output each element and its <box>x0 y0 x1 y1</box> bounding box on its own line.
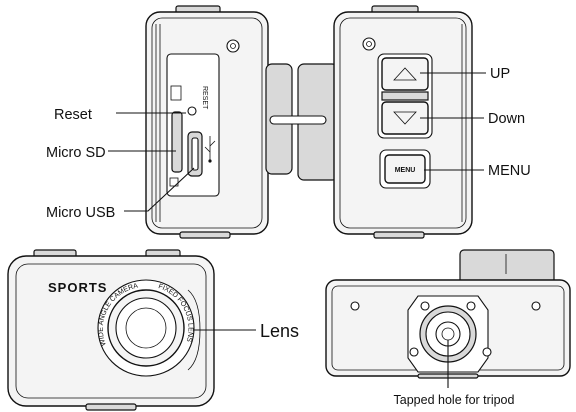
menu-button-text: MENU <box>395 167 416 174</box>
down-arrow-icon <box>393 111 417 125</box>
label-reset: Reset <box>54 107 92 123</box>
reset-panel-text: RESET <box>201 86 208 110</box>
screw-icon <box>362 37 376 51</box>
micro-usb-inner <box>191 137 199 171</box>
label-lens: Lens <box>260 321 299 341</box>
brand-text: SPORTS <box>48 280 107 295</box>
strap-slot <box>269 115 327 125</box>
screw-icon <box>409 347 419 357</box>
screw-icon <box>226 39 240 53</box>
micro-sd-slot <box>171 111 183 173</box>
side-view-ports: RESET Reset Micro SD Micro USB <box>46 5 293 239</box>
screw-icon <box>420 301 430 311</box>
reset-hole <box>187 106 197 116</box>
screw-icon <box>531 301 541 311</box>
menu-button <box>384 154 426 184</box>
bottom-ridge <box>179 231 231 239</box>
up-arrow-icon <box>393 67 417 81</box>
sd-card-icon <box>170 85 182 101</box>
bottom-view: Tapped hole for tripod <box>325 249 571 407</box>
bottom-ridge <box>373 231 425 239</box>
body-inner-edge <box>15 263 207 399</box>
body-inner-edge <box>151 17 263 229</box>
label-micro-sd: Micro SD <box>46 145 106 161</box>
body-inner-edge <box>339 17 467 229</box>
up-button <box>381 57 429 91</box>
lens-glass <box>125 307 167 349</box>
screw-icon-center <box>230 43 236 49</box>
screw-icon-center <box>366 41 372 47</box>
button-divider <box>381 91 429 101</box>
micro-usb-leader-line <box>124 167 195 212</box>
label-micro-usb: Micro USB <box>46 205 115 221</box>
lens-glass-rim <box>115 297 177 359</box>
lens-protrusion-top <box>459 249 555 285</box>
bottom-ridge <box>85 403 137 411</box>
label-up: UP <box>490 66 510 82</box>
label-down: Down <box>488 111 525 127</box>
front-view: SPORTS WIDE ANGLE CAMERA FIXED FOCUS LEN… <box>7 249 299 411</box>
label-menu: MENU <box>488 163 531 179</box>
screw-icon <box>466 301 476 311</box>
screw-icon <box>350 301 360 311</box>
screw-icon <box>482 347 492 357</box>
usb-icon <box>204 136 216 163</box>
label-tripod: Tapped hole for tripod <box>394 393 515 407</box>
side-view-buttons: MENU UP Down MENU <box>269 5 531 239</box>
